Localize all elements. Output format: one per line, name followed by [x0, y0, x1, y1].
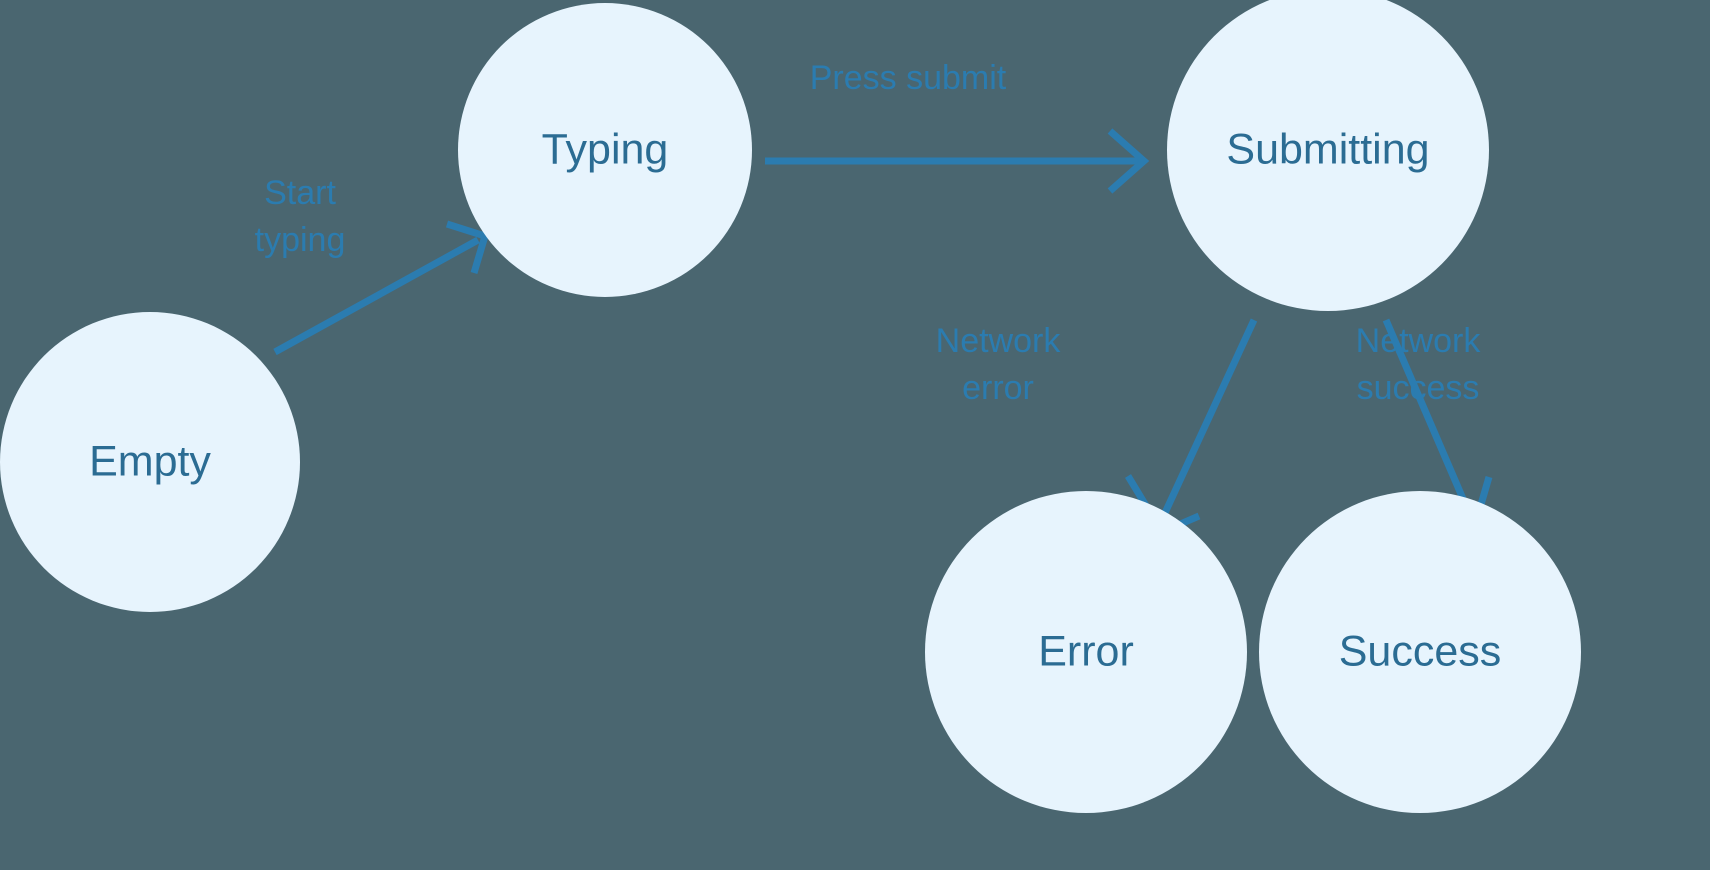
edge-typing-to-submitting-label: Press submit	[810, 59, 1007, 97]
node-submitting-circle	[1167, 0, 1489, 311]
edge-empty-to-typing-arrowhead	[445, 220, 490, 274]
edge-empty-to-typing[interactable]: Start typing	[255, 174, 490, 356]
edge-submitting-to-success-label-line-1: Network	[1356, 322, 1482, 360]
edge-empty-to-typing-label-line-1: Start	[264, 174, 336, 212]
node-submitting[interactable]: Submitting	[1167, 0, 1489, 311]
node-success-circle	[1259, 491, 1581, 813]
node-empty-circle	[0, 312, 300, 612]
edge-submitting-to-error-label-line-2: error	[962, 369, 1034, 407]
node-error-circle	[925, 491, 1247, 813]
edge-empty-to-typing-line	[273, 236, 480, 356]
node-error[interactable]: Error	[925, 491, 1247, 813]
node-error-label: Error	[1038, 627, 1134, 675]
edge-typing-to-submitting[interactable]: Press submit	[765, 59, 1150, 194]
node-success-label: Success	[1339, 627, 1502, 675]
edge-submitting-to-success-line	[1382, 318, 1474, 517]
node-typing[interactable]: Typing	[458, 3, 752, 297]
edge-submitting-to-success-label-line-2: success	[1357, 369, 1480, 407]
edge-submitting-to-error-label-line-1: Network	[936, 322, 1062, 360]
edge-empty-to-typing-label-line-2: typing	[255, 221, 346, 259]
node-empty-label: Empty	[89, 437, 211, 485]
node-typing-circle	[458, 3, 752, 297]
edge-submitting-to-error-line	[1160, 318, 1258, 517]
node-submitting-label: Submitting	[1226, 125, 1429, 173]
node-typing-label: Typing	[542, 125, 669, 173]
node-success[interactable]: Success	[1259, 491, 1581, 813]
edge-typing-to-submitting-arrowhead	[1107, 128, 1150, 194]
node-empty[interactable]: Empty	[0, 312, 300, 612]
